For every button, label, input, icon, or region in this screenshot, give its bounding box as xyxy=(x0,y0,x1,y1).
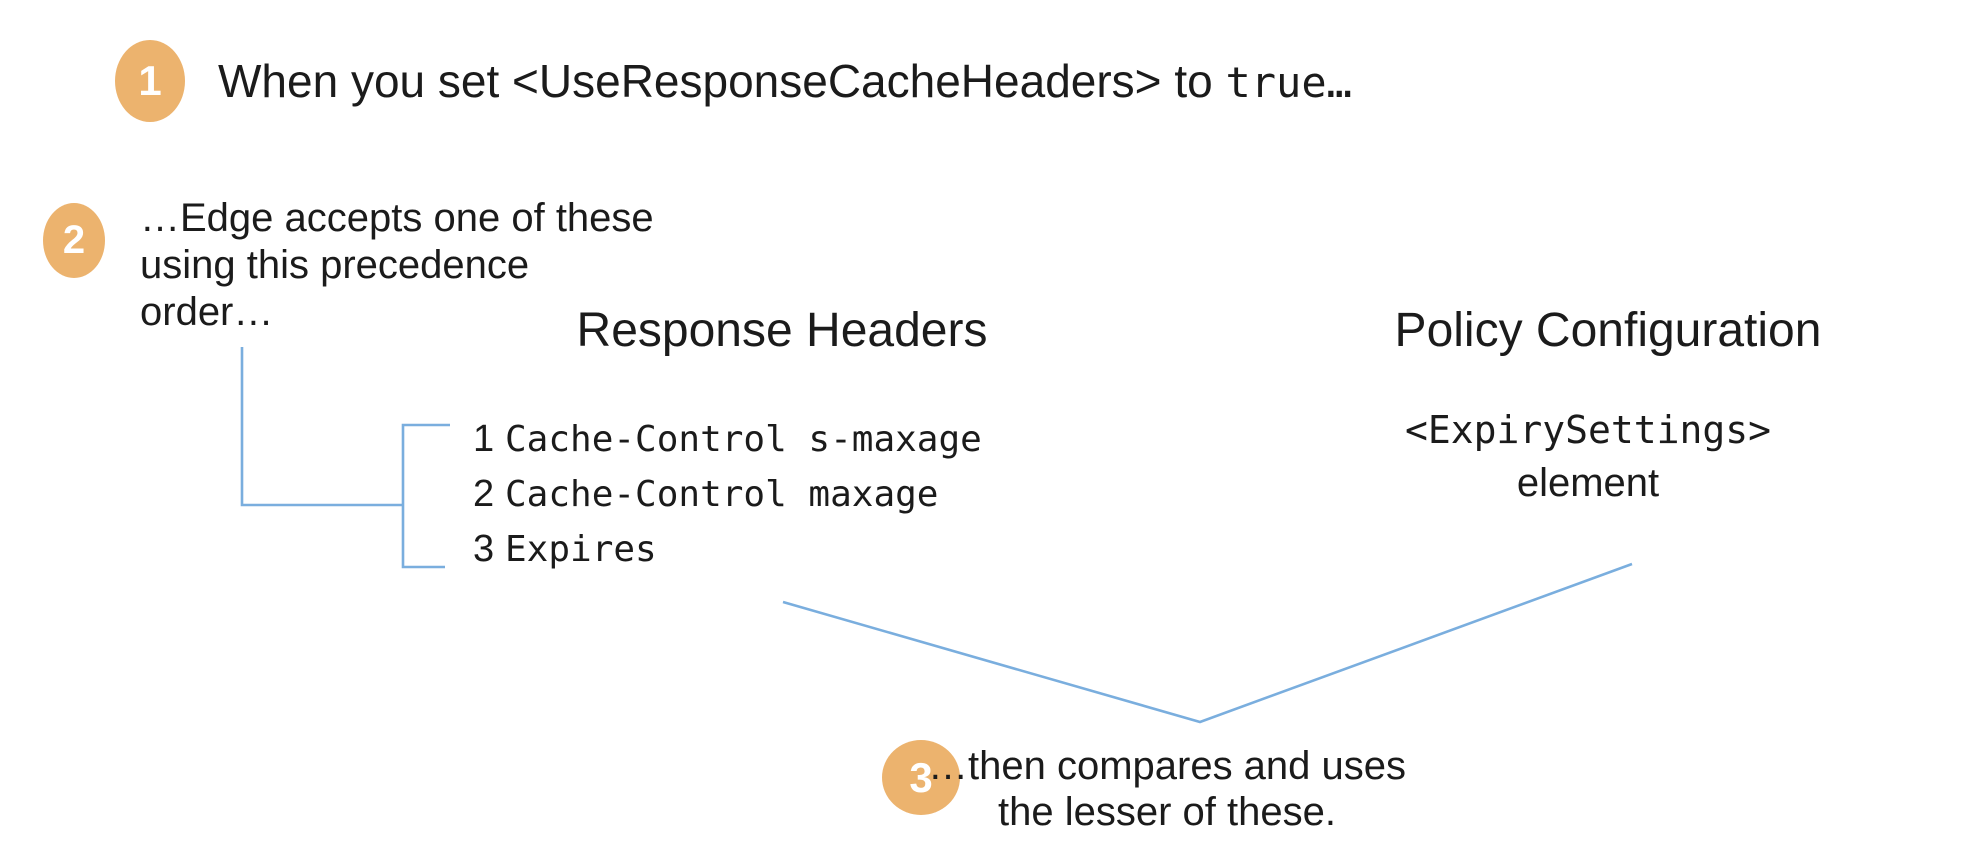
step-3-line-2: the lesser of these. xyxy=(998,790,1336,834)
precedence-code: Expires xyxy=(505,529,657,570)
step-1-number: 1 xyxy=(138,57,162,104)
step-3-line-1: …then compares and uses xyxy=(927,744,1407,788)
step-1-code-value: true… xyxy=(1225,58,1352,107)
expiry-settings-caption: element xyxy=(1516,461,1660,505)
step-3-number: 3 xyxy=(909,753,933,801)
step-3-text: …then compares and uses the lesser of th… xyxy=(928,743,1406,835)
step-1-badge: 1 xyxy=(115,40,185,122)
step-2-line-3: order… xyxy=(140,290,274,334)
expiry-settings-code: <ExpirySettings> xyxy=(1404,408,1772,452)
precedence-code: Cache-Control maxage xyxy=(505,474,939,515)
response-headers-heading: Response Headers xyxy=(576,304,988,357)
step-1-text: When you set <UseResponseCacheHeaders> t… xyxy=(218,53,1352,111)
precedence-rank: 3 xyxy=(473,528,495,570)
step-1-text-prefix: When you set <UseResponseCacheHeaders> t… xyxy=(218,55,1226,107)
precedence-bracket-line xyxy=(401,423,450,569)
step-2-number: 2 xyxy=(62,218,86,262)
step-2-text: …Edge accepts one of these using this pr… xyxy=(140,195,654,336)
precedence-rank: 2 xyxy=(473,473,495,515)
precedence-rank: 1 xyxy=(473,418,495,460)
step-2-badge: 2 xyxy=(43,203,105,278)
policy-configuration-heading: Policy Configuration xyxy=(1394,304,1822,357)
precedence-code: Cache-Control s-maxage xyxy=(505,419,982,460)
step-3-badge: 3 xyxy=(882,740,960,815)
merge-v-line xyxy=(782,562,1633,724)
step2-connector-line xyxy=(240,347,403,507)
step-2-line-2: using this precedence xyxy=(140,243,530,287)
step-2-line-1: …Edge accepts one of these xyxy=(140,196,654,240)
